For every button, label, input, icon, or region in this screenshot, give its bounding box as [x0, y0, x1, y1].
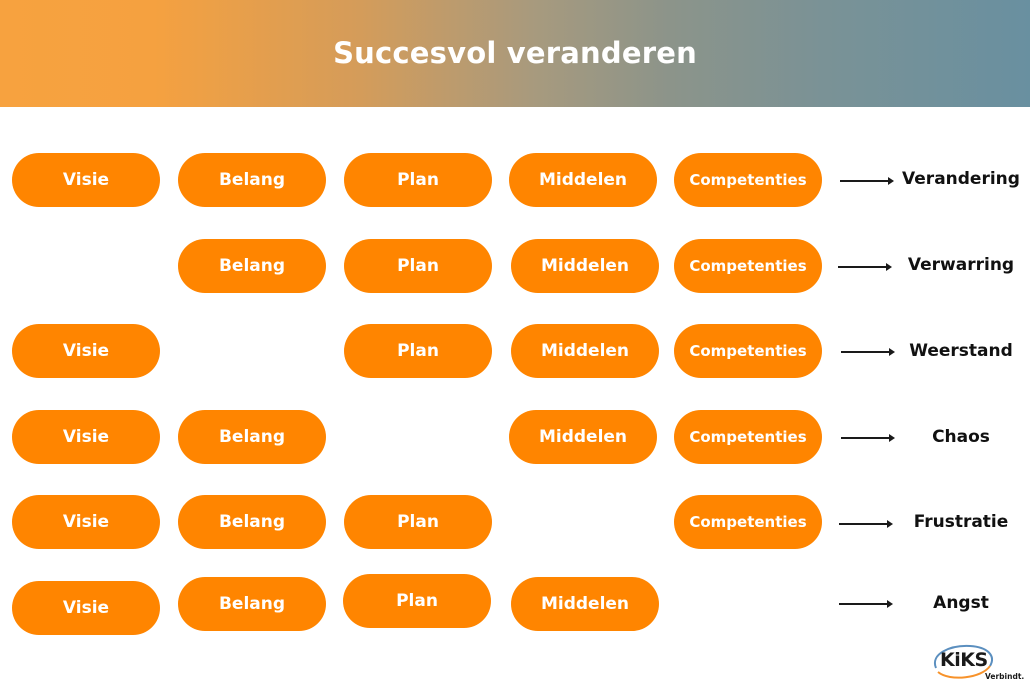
pill-middelen: Middelen — [511, 239, 659, 293]
pill-competenties: Competenties — [674, 153, 822, 207]
outcome-label: Verwarring — [907, 255, 1015, 275]
kiks-logo: KiKS Verbindt. — [930, 642, 1026, 684]
outcome-label: Verandering — [902, 169, 1020, 189]
pill-competenties: Competenties — [674, 324, 822, 378]
pill-belang: Belang — [178, 153, 326, 207]
arrow-icon — [841, 348, 895, 356]
pill-competenties: Competenties — [674, 410, 822, 464]
logo-ring-icon — [933, 644, 993, 679]
outcome-label: Weerstand — [909, 341, 1013, 361]
pill-plan: Plan — [344, 239, 492, 293]
pill-middelen: Middelen — [511, 324, 659, 378]
pill-middelen: Middelen — [509, 153, 657, 207]
outcome-label: Chaos — [932, 427, 990, 447]
pill-visie: Visie — [12, 495, 160, 549]
logo-text: KiKS — [940, 649, 988, 671]
header-banner: Succesvol veranderen — [0, 0, 1030, 107]
arrow-icon — [838, 263, 892, 271]
page-title: Succesvol veranderen — [333, 35, 697, 70]
outcome-label: Angst — [933, 593, 989, 613]
pill-belang: Belang — [178, 577, 326, 631]
pill-middelen: Middelen — [509, 410, 657, 464]
arrow-icon — [839, 520, 893, 528]
pill-visie: Visie — [12, 581, 160, 635]
pill-competenties: Competenties — [674, 495, 822, 549]
pill-plan: Plan — [344, 495, 492, 549]
pill-plan: Plan — [344, 153, 492, 207]
arrow-icon — [840, 177, 894, 185]
pill-visie: Visie — [12, 410, 160, 464]
pill-middelen: Middelen — [511, 577, 659, 631]
pill-plan: Plan — [344, 324, 492, 378]
pill-plan: Plan — [343, 574, 491, 628]
logo-tagline: Verbindt. — [985, 672, 1025, 681]
arrow-icon — [841, 434, 895, 442]
pill-visie: Visie — [12, 324, 160, 378]
arrow-icon — [839, 600, 893, 608]
outcome-label: Frustratie — [913, 512, 1009, 532]
pill-visie: Visie — [12, 153, 160, 207]
pill-belang: Belang — [178, 239, 326, 293]
pill-belang: Belang — [178, 495, 326, 549]
pill-belang: Belang — [178, 410, 326, 464]
pill-competenties: Competenties — [674, 239, 822, 293]
